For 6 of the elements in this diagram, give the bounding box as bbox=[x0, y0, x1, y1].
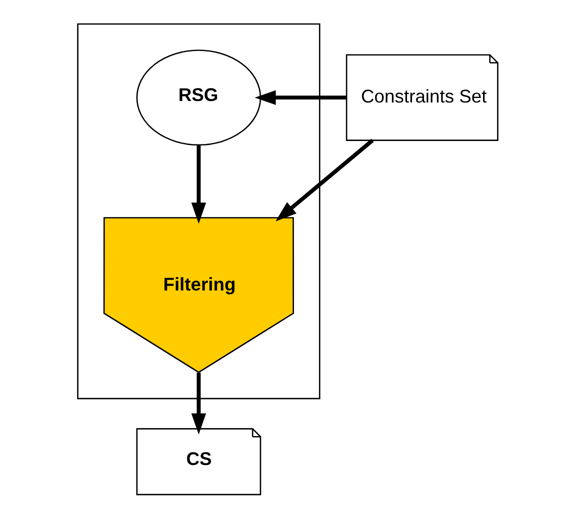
cluster bbox=[76, 23, 320, 400]
arrow bbox=[275, 138, 374, 222]
arrow bbox=[190, 372, 206, 434]
node-ellipse: RSG bbox=[136, 50, 261, 146]
arrow bbox=[190, 145, 206, 224]
arrow bbox=[254, 90, 346, 105]
